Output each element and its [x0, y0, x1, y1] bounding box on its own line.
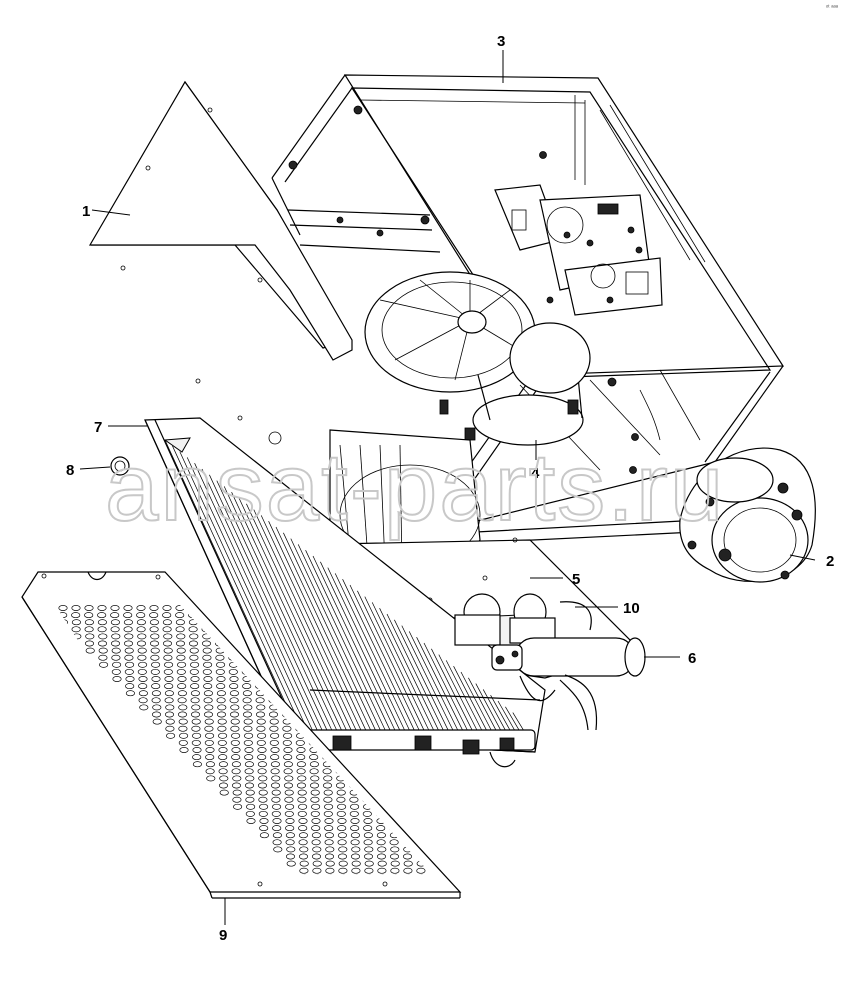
callout-3: 3: [497, 33, 505, 50]
condenser-fins: [164, 439, 536, 750]
callout-4: 4: [531, 465, 540, 482]
callout-2: 2: [826, 553, 834, 570]
callout-9: 9: [219, 927, 227, 944]
callout-6: 6: [688, 650, 696, 667]
mounting-bracket: [494, 184, 663, 316]
part-compressor: [679, 447, 816, 583]
callout-5: 5: [572, 571, 580, 588]
part-blower: [364, 271, 661, 446]
callout-8: 8: [66, 462, 74, 479]
part-receiver-drier: [491, 637, 646, 731]
part-cover-panel: [88, 80, 353, 445]
watermark: ansat-parts.ru: [105, 434, 725, 541]
callouts: 1 2 3 4 5 6 7 8 9 10: [66, 33, 834, 944]
callout-10: 10: [623, 600, 640, 617]
leader-lines: [79, 50, 816, 925]
part-condenser: [110, 417, 546, 768]
callout-1: 1: [82, 203, 90, 220]
corner-mark: ᵒᵗ ᵃᵃᵃ: [826, 4, 839, 11]
callout-7: 7: [94, 419, 102, 436]
